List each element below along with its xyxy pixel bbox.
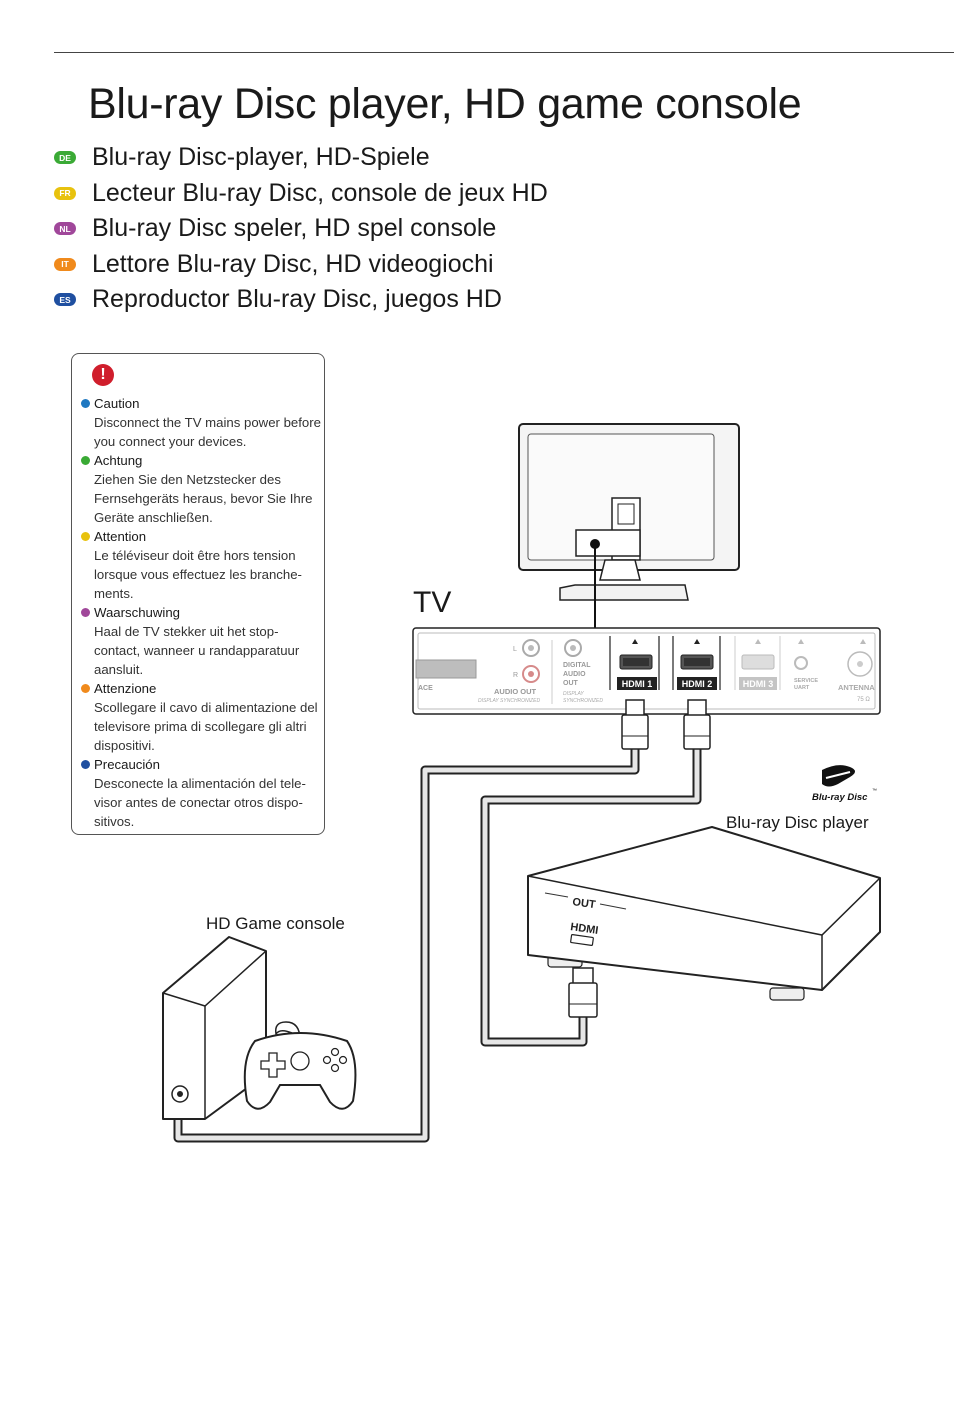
- game-console-label: HD Game console: [206, 914, 345, 933]
- panel-display-sync2-2: SYNCHRONIZED: [563, 698, 603, 704]
- panel-hdmi1-label: HDMI 1: [622, 679, 653, 689]
- panel-audio-l: L: [513, 646, 517, 653]
- bullet-dot: [81, 456, 90, 465]
- caution-heading: Caution: [94, 396, 140, 411]
- language-row-it: IT Lettore Blu-ray Disc, HD videogiochi: [54, 247, 548, 283]
- panel-display-sync: DISPLAY SYNCHRONIZED: [478, 698, 540, 704]
- caution-item-it: Attenzione Scollegare il cavo di aliment…: [78, 679, 322, 755]
- caution-text: Haal de TV stekker uit het stop-contact,…: [94, 624, 300, 677]
- panel-digital-audio-2: AUDIO: [563, 671, 586, 678]
- gamepad-icon: [243, 1021, 357, 1110]
- bluray-logo-tm: ™: [872, 788, 877, 794]
- bullet-dot: [81, 532, 90, 541]
- hdmi-cable-game: [173, 745, 640, 1143]
- caution-heading: Attention: [94, 529, 147, 544]
- panel-display-sync2-1: DISPLAY: [563, 691, 584, 697]
- language-badge-nl: NL: [54, 222, 76, 236]
- warning-icon: !: [92, 364, 114, 386]
- language-row-nl: NL Blu-ray Disc speler, HD spel console: [54, 211, 548, 247]
- panel-service-1: SERVICE: [794, 678, 818, 684]
- tv-label: TV: [413, 586, 452, 619]
- bluray-logo: Blu-ray Disc ™: [812, 765, 877, 803]
- hdmi-plug-bluray: [568, 967, 598, 1018]
- caution-item-fr: Attention Le téléviseur doit être hors t…: [78, 527, 322, 603]
- game-console-illustration: [162, 936, 267, 1120]
- language-badge-es: ES: [54, 293, 76, 307]
- panel-hdmi3-label: HDMI 3: [743, 679, 774, 689]
- bluray-out-label: OUT: [572, 896, 597, 911]
- caution-heading: Attenzione: [94, 681, 157, 696]
- bluray-player-illustration: OUT HDMI: [527, 826, 881, 1001]
- language-row-fr: FR Lecteur Blu-ray Disc, console de jeux…: [54, 176, 548, 212]
- bullet-dot: [81, 608, 90, 617]
- caution-item-nl: Waarschuwing Haal de TV stekker uit het …: [78, 603, 322, 679]
- panel-ace-label: ACE: [418, 685, 433, 692]
- bluray-hdmi-label: HDMI: [570, 921, 600, 937]
- bullet-dot: [81, 760, 90, 769]
- language-badge-fr: FR: [54, 186, 76, 200]
- caution-item-es: Precaución Desconecte la alimentación de…: [78, 755, 322, 831]
- language-title-es: Reproductor Blu-ray Disc, juegos HD: [92, 285, 502, 314]
- tv-connector-panel: ACE L R AUDIO OUT DISPLAY SYNCHRONIZED D…: [412, 627, 881, 715]
- language-title-nl: Blu-ray Disc speler, HD spel console: [92, 214, 497, 243]
- caution-heading: Achtung: [94, 453, 143, 468]
- tv-back-illustration: [518, 423, 740, 628]
- language-row-de: DE Blu-ray Disc-player, HD-Spiele: [54, 140, 548, 176]
- language-badge-it: IT: [54, 257, 76, 271]
- caution-heading: Waarschuwing: [94, 605, 180, 620]
- panel-digital-audio-3: OUT: [563, 680, 579, 687]
- panel-digital-audio-1: DIGITAL: [563, 662, 591, 669]
- panel-audio-r: R: [513, 672, 518, 679]
- caution-item-en: Caution Disconnect the TV mains power be…: [78, 394, 322, 451]
- panel-hdmi2-label: HDMI 2: [682, 679, 713, 689]
- page-title: Blu-ray Disc player, HD game console: [88, 80, 802, 128]
- language-list: DE Blu-ray Disc-player, HD-Spiele FR Lec…: [54, 140, 548, 318]
- caution-text: Desconecte la alimentación del tele-viso…: [94, 776, 306, 829]
- bluray-logo-text: Blu-ray Disc: [812, 792, 868, 803]
- hdmi-plug-tv-2: [683, 699, 711, 750]
- caution-text: Disconnect the TV mains power before you…: [94, 415, 321, 449]
- caution-text: Ziehen Sie den Netzstecker des Fernsehge…: [94, 472, 313, 525]
- bullet-dot: [81, 684, 90, 693]
- language-row-es: ES Reproductor Blu-ray Disc, juegos HD: [54, 282, 548, 318]
- caution-item-de: Achtung Ziehen Sie den Netzstecker des F…: [78, 451, 322, 527]
- language-title-it: Lettore Blu-ray Disc, HD videogiochi: [92, 249, 494, 278]
- language-title-de: Blu-ray Disc-player, HD-Spiele: [92, 143, 430, 172]
- panel-antenna: ANTENNA: [838, 683, 875, 692]
- panel-service-2: UART: [794, 685, 810, 691]
- bullet-dot: [81, 399, 90, 408]
- panel-antenna-impedance: 75 Ω: [857, 697, 870, 703]
- caution-text: Le téléviseur doit être hors tension lor…: [94, 548, 302, 601]
- panel-audio-out: AUDIO OUT: [494, 687, 537, 696]
- caution-list: Caution Disconnect the TV mains power be…: [78, 394, 322, 831]
- bluray-player-label: Blu-ray Disc player: [726, 813, 869, 832]
- language-badge-de: DE: [54, 151, 76, 165]
- hdmi-cable-bluray: [480, 745, 702, 1047]
- caution-text: Scollegare il cavo di alimentazione del …: [94, 700, 318, 753]
- caution-box: ! Caution Disconnect the TV mains power …: [71, 353, 325, 835]
- top-rule: [54, 52, 954, 53]
- hdmi-plug-tv-1: [621, 699, 649, 750]
- language-title-fr: Lecteur Blu-ray Disc, console de jeux HD: [92, 178, 548, 207]
- caution-heading: Precaución: [94, 757, 160, 772]
